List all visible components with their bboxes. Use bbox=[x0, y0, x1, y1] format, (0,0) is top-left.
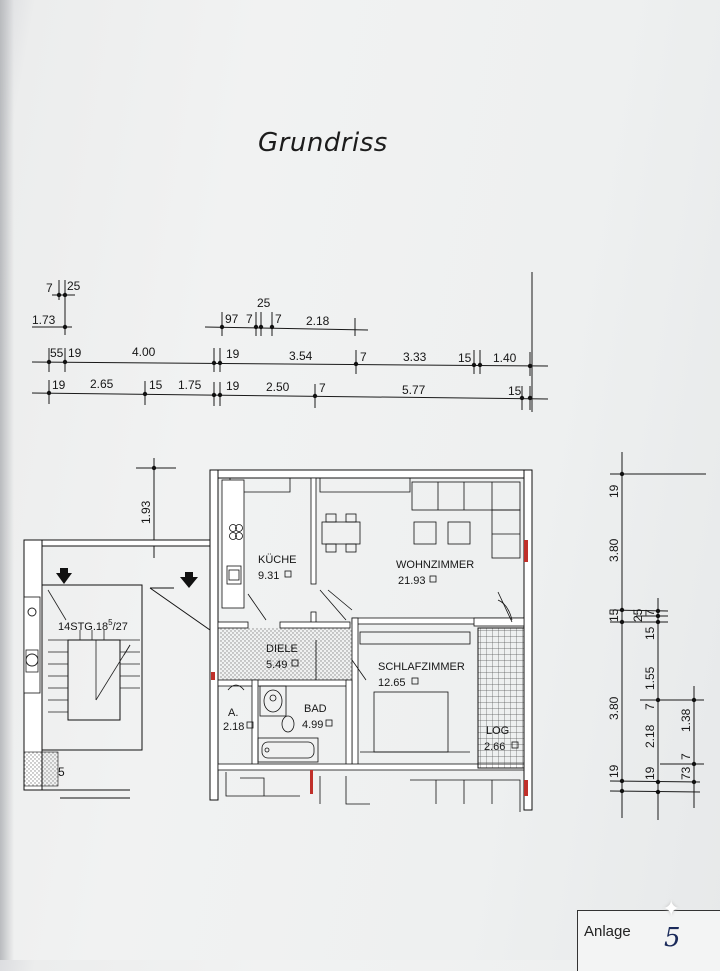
horizontal-dimensions bbox=[31, 272, 549, 412]
dim-label: 15 bbox=[607, 608, 621, 622]
page-edge-shadow bbox=[0, 0, 14, 960]
anlage-box: Anlage 5 bbox=[577, 910, 720, 971]
dim-label: 25 bbox=[67, 279, 81, 293]
dim-label: 55 bbox=[50, 346, 64, 360]
dim-label: 19 bbox=[643, 766, 657, 780]
dim-label: 2.50 bbox=[266, 380, 290, 394]
room-area-kueche: 9.31 bbox=[258, 570, 279, 582]
room-name-kueche: KÜCHE bbox=[258, 554, 297, 566]
room-name-abstell: A. bbox=[228, 707, 238, 719]
page-title: Grundriss bbox=[258, 128, 388, 158]
dim-label: 7 bbox=[679, 753, 693, 760]
dim-label: 1.73 bbox=[32, 313, 56, 327]
dim-label: 4.00 bbox=[132, 345, 156, 359]
sparkle-icon: ✦ bbox=[662, 896, 681, 921]
dim-label: 19 bbox=[607, 484, 621, 498]
kitchen-counter bbox=[221, 479, 245, 609]
room-name-loggia: LOG bbox=[486, 725, 509, 737]
room-name-bad: BAD bbox=[304, 703, 327, 715]
room-area-bad: 4.99 bbox=[302, 719, 323, 731]
room-area-diele: 5.49 bbox=[266, 659, 287, 671]
dining-table bbox=[321, 513, 361, 553]
dim-label: 19 bbox=[68, 346, 82, 360]
room-labels: KÜCHE 9.31 WOHNZIMMER 21.93 DIELE 5.49 S… bbox=[223, 554, 519, 753]
room-area-schlafzimmer: 12.65 bbox=[378, 677, 406, 689]
dim-label: 1.75 bbox=[178, 378, 202, 392]
dim-label: 1.55 bbox=[643, 666, 657, 690]
dim-label: 3.80 bbox=[607, 696, 621, 720]
sqm-icon bbox=[511, 741, 519, 749]
dim-label: 15 bbox=[643, 626, 657, 640]
dim-label: 7 bbox=[319, 381, 326, 395]
room-name-wohnzimmer: WOHNZIMMER bbox=[396, 559, 474, 571]
sqm-icon bbox=[411, 677, 419, 685]
dim-label: 25 bbox=[257, 296, 271, 310]
room-area-abstell: 2.18 bbox=[223, 721, 244, 733]
dim-label: 19 bbox=[607, 764, 621, 778]
dim-label: 2.18 bbox=[643, 724, 657, 748]
dim-label: 1.40 bbox=[493, 351, 517, 365]
lower-floor-outline bbox=[217, 772, 521, 812]
dim-label: 15 bbox=[458, 351, 472, 365]
abstell-door bbox=[227, 684, 245, 691]
sqm-icon bbox=[291, 659, 299, 667]
horizontal-dimension-dots bbox=[46, 292, 533, 401]
dim-label: 3.54 bbox=[289, 349, 313, 363]
dim-label: 2.65 bbox=[90, 377, 114, 391]
stairs-label: 14STG.185/27 bbox=[58, 618, 128, 633]
dim-label: 5.77 bbox=[402, 383, 426, 397]
dim-label: 7 bbox=[643, 609, 657, 616]
arrow-down-icon bbox=[56, 568, 72, 584]
dim-label: 7 bbox=[246, 312, 253, 326]
room-area-loggia: 2.66 bbox=[484, 741, 505, 753]
room-area-wohnzimmer: 21.93 bbox=[398, 575, 426, 587]
sqm-icon bbox=[246, 721, 254, 729]
dim-label: 19 bbox=[226, 347, 240, 361]
doors bbox=[247, 589, 513, 681]
dim-label: 2.18 bbox=[306, 314, 330, 328]
right-dimension-labels: 19 3.80 15 3.80 19 25 15 1.55 7 2.18 19 … bbox=[607, 484, 693, 780]
right-vertical-dimensions bbox=[609, 452, 706, 820]
dim-dot bbox=[151, 465, 157, 471]
anlage-label: Anlage bbox=[584, 923, 631, 940]
dim-label: 73 bbox=[679, 766, 693, 780]
anlage-number: 5 bbox=[664, 923, 681, 953]
dim-label: 19 bbox=[52, 378, 66, 392]
horizontal-dimension-labels: 7 25 1.73 97 7 25 7 2.18 55 19 4.00 19 3… bbox=[32, 279, 522, 398]
dim-label: 25 bbox=[631, 608, 645, 622]
dim-label: 3.80 bbox=[607, 538, 621, 562]
arrow-down-icon bbox=[180, 572, 198, 588]
dim-label: 7 bbox=[643, 703, 657, 710]
dim-label: 3.33 bbox=[403, 350, 427, 364]
dim-label: 7 bbox=[360, 350, 367, 364]
dim-label: 15 bbox=[508, 384, 522, 398]
room-name-schlafzimmer: SCHLAFZIMMER bbox=[378, 661, 465, 673]
dim-label: 19 bbox=[226, 379, 240, 393]
dim-label: 1.38 bbox=[679, 708, 693, 732]
right-dimension-dots bbox=[619, 471, 697, 795]
bed bbox=[359, 631, 471, 753]
bath-fixtures bbox=[257, 685, 319, 763]
room-name-diele: DIELE bbox=[266, 643, 298, 655]
dim-label: 7 bbox=[46, 281, 53, 295]
sqm-icon bbox=[325, 719, 333, 727]
living-furniture bbox=[327, 481, 521, 621]
hall-hatch bbox=[220, 628, 352, 680]
dim-label: 15 bbox=[149, 378, 163, 392]
dim-label: 1.93 bbox=[139, 500, 153, 524]
sqm-icon bbox=[284, 570, 292, 578]
loggia-grid bbox=[477, 627, 525, 769]
staircase-area bbox=[23, 539, 215, 799]
unit-number: 5 bbox=[58, 765, 65, 779]
sqm-icon bbox=[429, 575, 437, 583]
dim-label: 7 bbox=[275, 312, 282, 326]
dim-label: 97 bbox=[225, 312, 239, 326]
